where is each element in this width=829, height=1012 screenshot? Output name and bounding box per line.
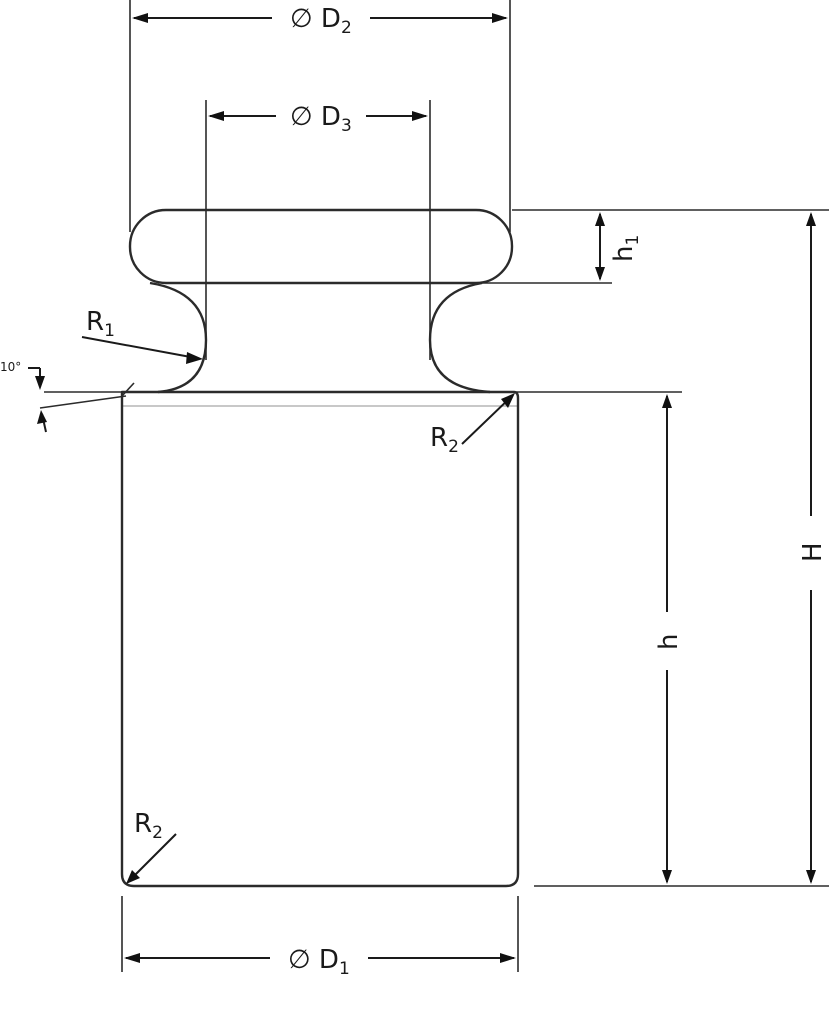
weight-outline	[120, 208, 520, 888]
leader-r1	[81, 336, 203, 364]
body	[120, 390, 520, 888]
label-r1: R1	[86, 307, 115, 341]
label-H: H	[798, 542, 828, 562]
dimension-h1	[482, 209, 612, 284]
leader-r2-bottom	[126, 833, 177, 884]
arrowhead	[37, 410, 47, 424]
dimension-d1	[121, 896, 519, 972]
neck-right	[428, 281, 491, 394]
arrowhead	[662, 394, 672, 408]
arrowhead	[35, 376, 45, 390]
arrowhead	[208, 111, 224, 121]
label-r2-bottom: R2	[134, 809, 163, 843]
label-h1: h1	[609, 235, 643, 262]
label-d2: ∅ D2	[290, 4, 352, 38]
arrowhead	[126, 870, 140, 884]
leader-r2-top	[461, 393, 515, 445]
label-r2-top: R2	[430, 423, 459, 457]
arrowhead	[186, 352, 203, 364]
dimension-d3	[205, 100, 431, 360]
angle-callout	[28, 367, 135, 433]
label-h: h	[654, 634, 684, 650]
arrowhead	[595, 212, 605, 226]
label-angle: 10°	[0, 360, 21, 374]
neck-left	[149, 281, 208, 394]
dimension-H	[534, 209, 829, 887]
arrowhead	[412, 111, 428, 121]
label-d3: ∅ D3	[290, 102, 352, 136]
arrowhead	[806, 212, 816, 226]
arrowhead	[124, 953, 140, 963]
knob-top	[128, 208, 514, 285]
arrowhead	[501, 393, 515, 408]
label-d1: ∅ D1	[288, 945, 350, 979]
dimension-h	[514, 391, 682, 884]
arrowhead	[806, 870, 816, 884]
dimension-d2	[129, 0, 511, 232]
arrowhead	[492, 13, 508, 23]
arrowhead	[662, 870, 672, 884]
arrowhead	[500, 953, 516, 963]
arrowhead	[595, 267, 605, 281]
arrowhead	[132, 13, 148, 23]
